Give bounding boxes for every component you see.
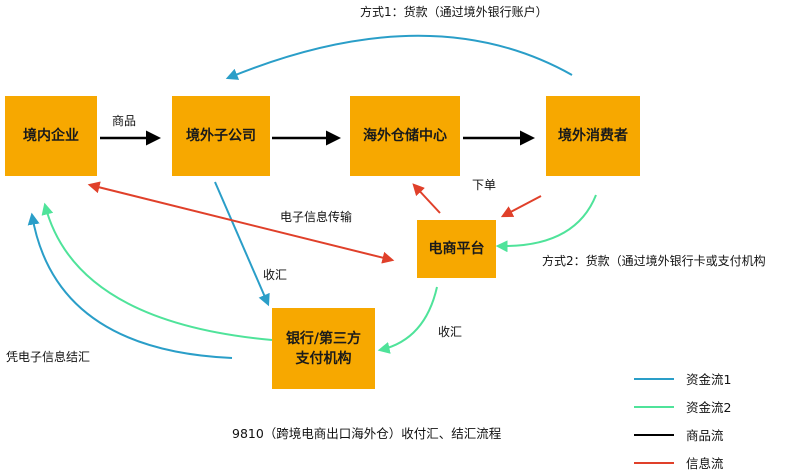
legend-label-fund1: 资金流1 xyxy=(686,372,732,387)
legend-label-info: 信息流 xyxy=(686,456,724,471)
label-order: 下单 xyxy=(472,178,497,192)
node-overseas-subsidiary: 境外子公司 xyxy=(172,96,270,176)
label-method2: 方式2：货款（通过境外银行卡或支付机构 xyxy=(542,254,766,268)
node-overseas-consumer: 境外消费者 xyxy=(546,96,640,176)
label-method1: 方式1：货款（通过境外银行账户） xyxy=(360,5,548,19)
legend-swatch-fund1 xyxy=(634,377,674,380)
label-edi: 电子信息传输 xyxy=(280,210,353,224)
legend-swatch-goods xyxy=(634,433,674,436)
node-domestic-enterprise: 境内企业 xyxy=(5,96,97,176)
node-consumer-label: 境外消费者 xyxy=(558,128,628,144)
node-platform-label: 电商平台 xyxy=(428,241,485,257)
label-collect1: 收汇 xyxy=(263,268,288,282)
info-arrow-platform-to-warehouse xyxy=(412,183,441,214)
diagram-caption: 9810（跨境电商出口海外仓）收付汇、结汇流程 xyxy=(232,426,502,441)
label-goods: 商品 xyxy=(112,114,137,128)
node-bank-payment: 银行/第三方 支付机构 xyxy=(272,308,375,389)
info-arrow-consumer-to-platform xyxy=(500,195,542,218)
legend-item-info: 信息流 xyxy=(634,453,724,472)
fund1-arrow-consumer-to-subsidiary xyxy=(225,34,573,80)
node-bank-label-line2: 支付机构 xyxy=(295,350,352,367)
fund1-arrow-subsidiary-to-bank xyxy=(214,181,270,307)
fund2-arrow-consumer-to-platform xyxy=(495,194,597,253)
legend-label-goods: 商品流 xyxy=(686,428,724,443)
node-subsidiary-label: 境外子公司 xyxy=(186,128,256,144)
node-overseas-warehouse: 海外仓储中心 xyxy=(350,96,460,176)
label-collect2: 收汇 xyxy=(438,325,463,339)
fund1-arrow-bank-to-domestic xyxy=(27,212,233,359)
node-domestic-label: 境内企业 xyxy=(23,128,79,144)
legend-item-goods: 商品流 xyxy=(634,425,724,444)
fund2-arrow-bank-to-domestic xyxy=(41,202,273,341)
legend-swatch-fund2 xyxy=(634,405,674,408)
node-warehouse-label: 海外仓储中心 xyxy=(363,128,447,144)
legend-item-fund2: 资金流2 xyxy=(634,397,731,416)
legend-label-fund2: 资金流2 xyxy=(686,400,732,415)
label-settle: 凭电子信息结汇 xyxy=(6,350,91,364)
node-ecommerce-platform: 电商平台 xyxy=(417,220,496,278)
legend-swatch-info xyxy=(634,461,674,464)
fund2-arrow-platform-to-bank xyxy=(377,286,438,354)
legend-item-fund1: 资金流1 xyxy=(634,369,731,388)
info-arrow-platform-domestic xyxy=(87,181,395,264)
node-bank-label-line1: 银行/第三方 xyxy=(285,330,362,347)
